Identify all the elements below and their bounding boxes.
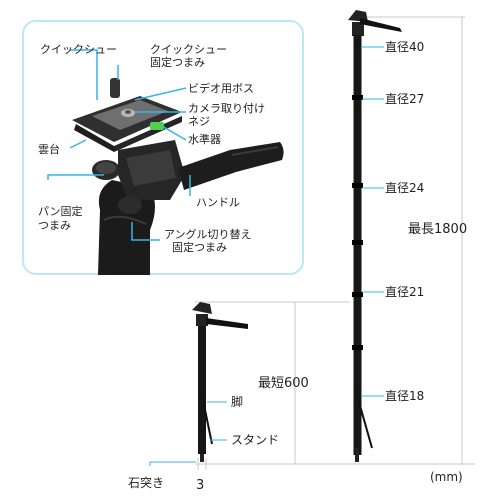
label-tip-size: 3 [196, 478, 205, 493]
label-unit: (mm) [430, 470, 463, 484]
label-quick-shoe-lock-2: 固定つまみ [150, 56, 205, 69]
label-angle-lock-1: アングル切り替え [164, 228, 252, 241]
label-stand: スタンド [231, 433, 280, 447]
label-min-length: 最短600 [258, 376, 309, 391]
label-pan-lock-1: パン固定 [38, 205, 83, 218]
label-quick-shoe: クイックシュー [40, 43, 117, 56]
collapsed-monopod [192, 302, 248, 462]
extended-monopod [348, 10, 402, 462]
callout-lines [47, 49, 191, 241]
short-callouts [149, 401, 227, 466]
label-diameter-18: 直径18 [385, 389, 425, 403]
label-pan-lock-2: つまみ [38, 219, 71, 232]
diameter-leaders [362, 46, 384, 397]
label-camera-screw-2: ネジ [188, 115, 210, 128]
label-video-boss: ビデオ用ボス [188, 82, 254, 95]
label-stone-tip: 石突き [128, 476, 165, 490]
label-diameter-27: 直径27 [385, 92, 425, 106]
label-pan-head: 雲台 [38, 143, 60, 156]
pan-head-illustration [72, 78, 284, 275]
label-diameter-21: 直径21 [385, 285, 425, 299]
label-leg: 脚 [231, 395, 244, 409]
dimension-lines [195, 16, 475, 470]
label-camera-screw-1: カメラ取り付け [188, 102, 265, 115]
label-diameter-24: 直径24 [385, 181, 425, 195]
label-max-length: 最長1800 [408, 222, 468, 237]
label-handle: ハンドル [196, 196, 240, 209]
label-quick-shoe-lock-1: クイックシュー [150, 43, 227, 56]
label-angle-lock-2: 固定つまみ [172, 241, 227, 254]
label-level: 水準器 [188, 133, 221, 146]
label-diameter-40: 直径40 [385, 40, 425, 54]
